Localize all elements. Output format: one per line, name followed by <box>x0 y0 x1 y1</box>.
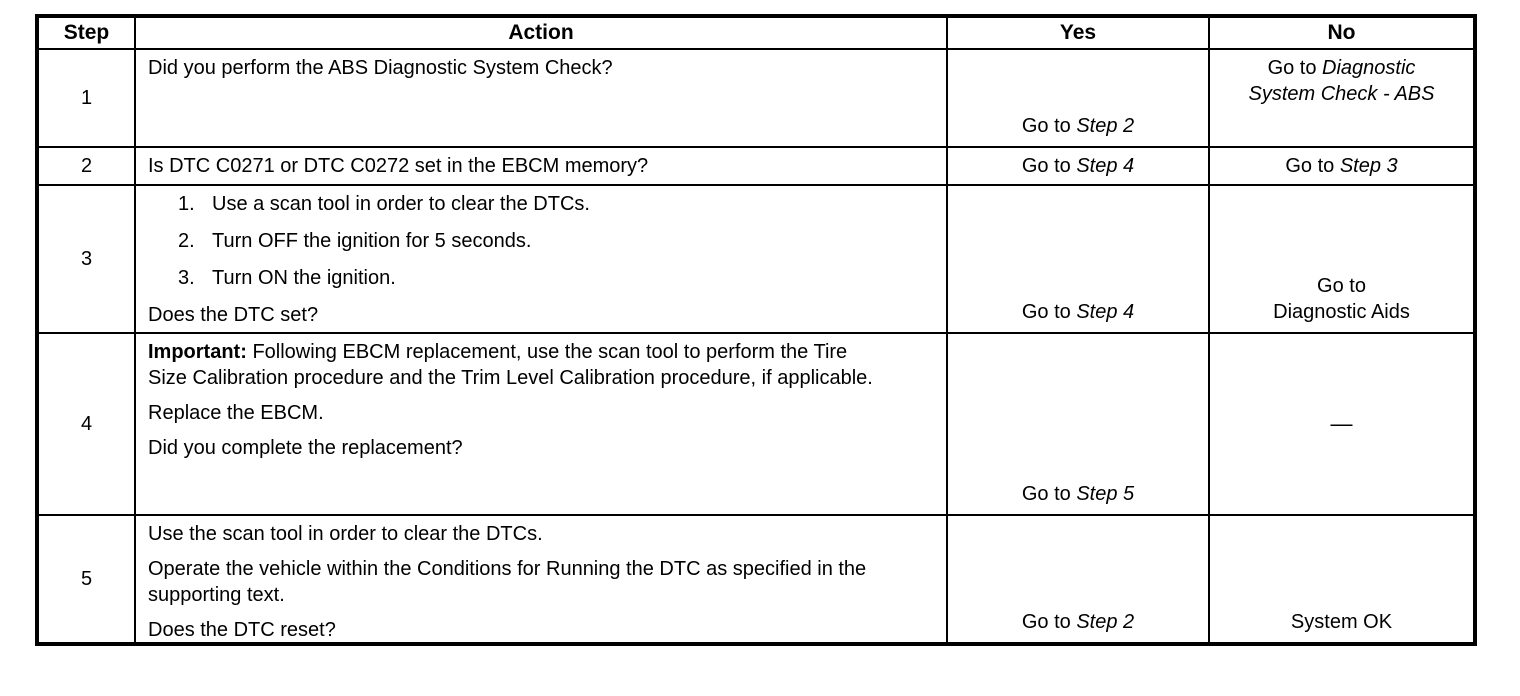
action-cell: Is DTC C0271 or DTC C0272 set in the EBC… <box>134 146 948 186</box>
action-question: Does the DTC set? <box>148 304 319 326</box>
action-question: Does the DTC reset? <box>148 619 336 641</box>
step-number: 1 <box>36 48 136 148</box>
header-yes: Yes <box>946 15 1210 50</box>
header-action: Action <box>134 15 948 50</box>
header-row: Step Action Yes No <box>36 15 1476 50</box>
goto-text: Go to Diagnostic Aids <box>1273 275 1410 323</box>
action-cell: 1.Use a scan tool in order to clear the … <box>134 184 948 334</box>
table-row: 1 Did you perform the ABS Diagnostic Sys… <box>36 48 1476 148</box>
goto-text: Go to Step 5 <box>1021 483 1135 505</box>
table-header: Step Action Yes No <box>36 15 1476 50</box>
no-cell: Go to Diagnostic System Check - ABS <box>1208 48 1476 148</box>
table-row: 4 Important: Following EBCM replacement,… <box>36 332 1476 516</box>
goto-text: Go to Step 3 <box>1285 155 1398 177</box>
no-cell: System OK <box>1208 514 1476 645</box>
action-question: Did you complete the replacement? <box>148 437 463 459</box>
goto-text: Go to Step 2 <box>1021 611 1135 633</box>
step-number: 3 <box>36 184 136 334</box>
dtc-diagnostic-table: Step Action Yes No 1 Did you perform the… <box>35 14 1477 646</box>
status-text: System OK <box>1290 611 1393 633</box>
no-cell: Go to Diagnostic Aids <box>1208 184 1476 334</box>
goto-text: Go to Step 4 <box>1021 301 1135 323</box>
em-dash: — <box>1330 410 1353 436</box>
header-no: No <box>1208 15 1476 50</box>
action-cell: Important: Following EBCM replacement, u… <box>134 332 948 516</box>
step-number: 4 <box>36 332 136 516</box>
yes-cell: Go to Step 4 <box>946 146 1210 186</box>
action-instruction: Use the scan tool in order to clear the … <box>148 523 543 545</box>
table-row: 5 Use the scan tool in order to clear th… <box>36 514 1476 645</box>
important-note: Important: Following EBCM replacement, u… <box>148 341 873 389</box>
action-instruction: Replace the EBCM. <box>148 402 324 424</box>
step-number: 5 <box>36 514 136 645</box>
diagnostic-table-container: Step Action Yes No 1 Did you perform the… <box>35 14 1477 646</box>
action-cell: Did you perform the ABS Diagnostic Syste… <box>134 48 948 148</box>
no-cell: — <box>1208 332 1476 516</box>
step-number: 2 <box>36 146 136 186</box>
list-item: 1.Use a scan tool in order to clear the … <box>178 193 590 215</box>
no-cell: Go to Step 3 <box>1208 146 1476 186</box>
list-item: 2.Turn OFF the ignition for 5 seconds. <box>178 230 532 252</box>
action-question: Did you perform the ABS Diagnostic Syste… <box>148 57 613 79</box>
action-cell: Use the scan tool in order to clear the … <box>134 514 948 645</box>
yes-cell: Go to Step 5 <box>946 332 1210 516</box>
goto-text: Go to Diagnostic System Check - ABS <box>1248 57 1435 105</box>
yes-cell: Go to Step 2 <box>946 514 1210 645</box>
yes-cell: Go to Step 4 <box>946 184 1210 334</box>
goto-text: Go to Step 4 <box>1021 155 1135 177</box>
table-row: 3 1.Use a scan tool in order to clear th… <box>36 184 1476 334</box>
header-step: Step <box>36 15 136 50</box>
action-instruction: Operate the vehicle within the Condition… <box>148 558 867 606</box>
table-row: 2 Is DTC C0271 or DTC C0272 set in the E… <box>36 146 1476 186</box>
action-question: Is DTC C0271 or DTC C0272 set in the EBC… <box>148 155 649 177</box>
goto-text: Go to Step 2 <box>1021 115 1135 137</box>
list-item: 3.Turn ON the ignition. <box>178 267 396 289</box>
yes-cell: Go to Step 2 <box>946 48 1210 148</box>
